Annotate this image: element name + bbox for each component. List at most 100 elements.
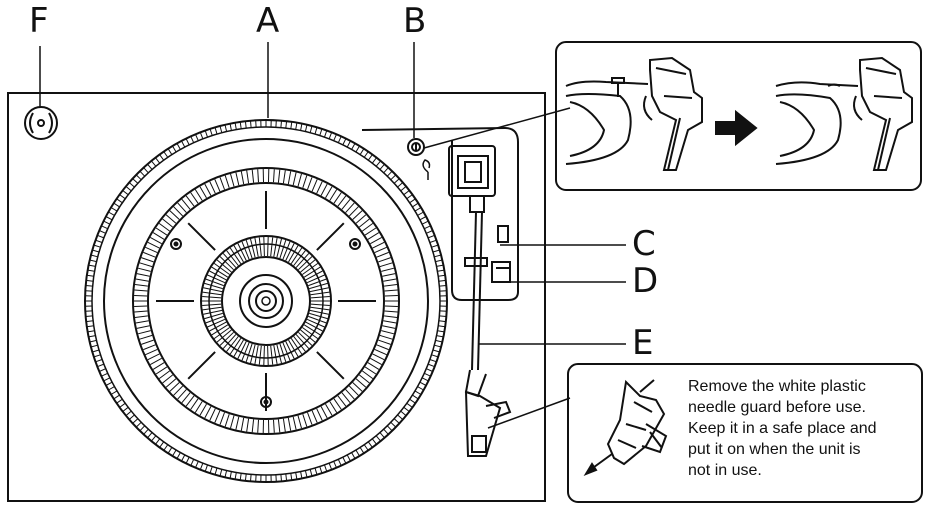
tick-mark <box>376 251 389 258</box>
tick-mark <box>85 315 93 317</box>
tick-mark <box>352 210 363 220</box>
tick-mark <box>216 259 232 273</box>
tick-mark <box>302 414 308 427</box>
tick-mark <box>431 244 439 248</box>
tick-mark <box>237 243 247 261</box>
tick-mark <box>245 239 253 259</box>
tick-mark <box>382 273 396 277</box>
tonearm <box>448 145 511 398</box>
tick-mark <box>135 421 142 428</box>
tick-mark <box>414 390 422 395</box>
tick-mark <box>119 402 126 408</box>
tick-mark <box>277 169 281 183</box>
tick-mark <box>305 321 323 332</box>
tick-mark <box>302 262 319 275</box>
tick-mark <box>432 349 440 353</box>
tick-mark <box>383 167 389 174</box>
tick-mark <box>409 198 416 204</box>
tick-mark <box>302 175 308 188</box>
turntable-base <box>7 92 546 502</box>
tick-mark <box>297 173 302 187</box>
note-line-5: not in use. <box>688 462 762 479</box>
tick-mark <box>295 334 310 349</box>
tick-mark <box>145 246 158 254</box>
tick-mark <box>393 418 400 424</box>
tick-mark <box>251 169 255 183</box>
tick-mark <box>372 241 385 249</box>
tick-mark <box>375 435 381 442</box>
tick-mark <box>342 138 347 146</box>
tick-mark <box>199 132 204 140</box>
tick-mark <box>219 125 223 133</box>
screw-inset <box>555 41 922 191</box>
tick-mark <box>378 257 391 263</box>
tick-mark <box>277 419 281 433</box>
tick-mark <box>374 348 387 356</box>
tick-mark <box>257 169 259 183</box>
tick-mark <box>150 236 162 245</box>
tick-mark <box>258 237 262 257</box>
tick-mark <box>185 195 195 207</box>
tick-mark <box>92 249 100 253</box>
tick-mark <box>319 128 323 136</box>
tick-mark <box>204 312 223 320</box>
tick-mark <box>110 207 118 212</box>
tick-mark <box>367 232 380 240</box>
tick-mark <box>421 220 429 225</box>
tick-mark <box>308 315 327 324</box>
tick-mark <box>202 296 222 299</box>
tick-mark <box>397 182 404 188</box>
tick-mark <box>333 461 337 468</box>
tick-mark <box>241 342 250 361</box>
tick-mark <box>165 214 177 224</box>
tick-mark <box>190 459 195 466</box>
tick-mark <box>379 163 385 170</box>
tick-mark <box>273 419 275 433</box>
tick-mark <box>135 320 149 324</box>
tick-mark <box>176 452 181 459</box>
tick-mark <box>258 345 262 365</box>
tick-mark <box>135 278 149 282</box>
tick-mark <box>383 320 397 324</box>
tick-mark <box>376 344 389 351</box>
tick-mark <box>219 412 225 425</box>
tick-mark <box>211 324 229 336</box>
tick-mark <box>139 262 153 268</box>
tick-mark <box>239 121 242 129</box>
tick-mark <box>185 456 190 464</box>
tick-mark <box>229 471 232 479</box>
tick-mark <box>434 344 442 348</box>
tick-mark <box>240 417 245 431</box>
tick-mark <box>293 250 306 266</box>
tick-mark <box>88 335 96 338</box>
tick-mark <box>141 257 154 263</box>
tick-mark <box>403 406 410 412</box>
tick-mark <box>367 154 373 161</box>
tick-mark <box>438 274 446 277</box>
label-b: B <box>403 1 427 41</box>
tick-mark <box>406 402 413 408</box>
tick-mark <box>325 186 333 199</box>
tick-mark <box>235 172 240 186</box>
tick-mark <box>162 218 174 228</box>
tick-mark <box>320 406 328 419</box>
tick-mark <box>282 241 291 260</box>
tick-mark <box>397 414 404 420</box>
tick-mark <box>358 374 370 384</box>
tick-mark <box>400 186 407 192</box>
tick-mark <box>429 359 437 363</box>
tick-mark <box>311 410 318 423</box>
tick-mark <box>254 237 259 257</box>
tick-mark <box>173 206 184 217</box>
tick-mark <box>298 256 313 271</box>
tick-mark <box>139 334 153 340</box>
tick-mark <box>305 270 323 281</box>
tick-mark <box>309 125 313 133</box>
tick-mark <box>229 338 242 355</box>
tick-mark <box>230 415 235 429</box>
tick-mark <box>310 291 330 296</box>
tick-mark <box>226 336 239 352</box>
tick-mark <box>219 469 223 477</box>
tick-mark <box>390 174 397 181</box>
